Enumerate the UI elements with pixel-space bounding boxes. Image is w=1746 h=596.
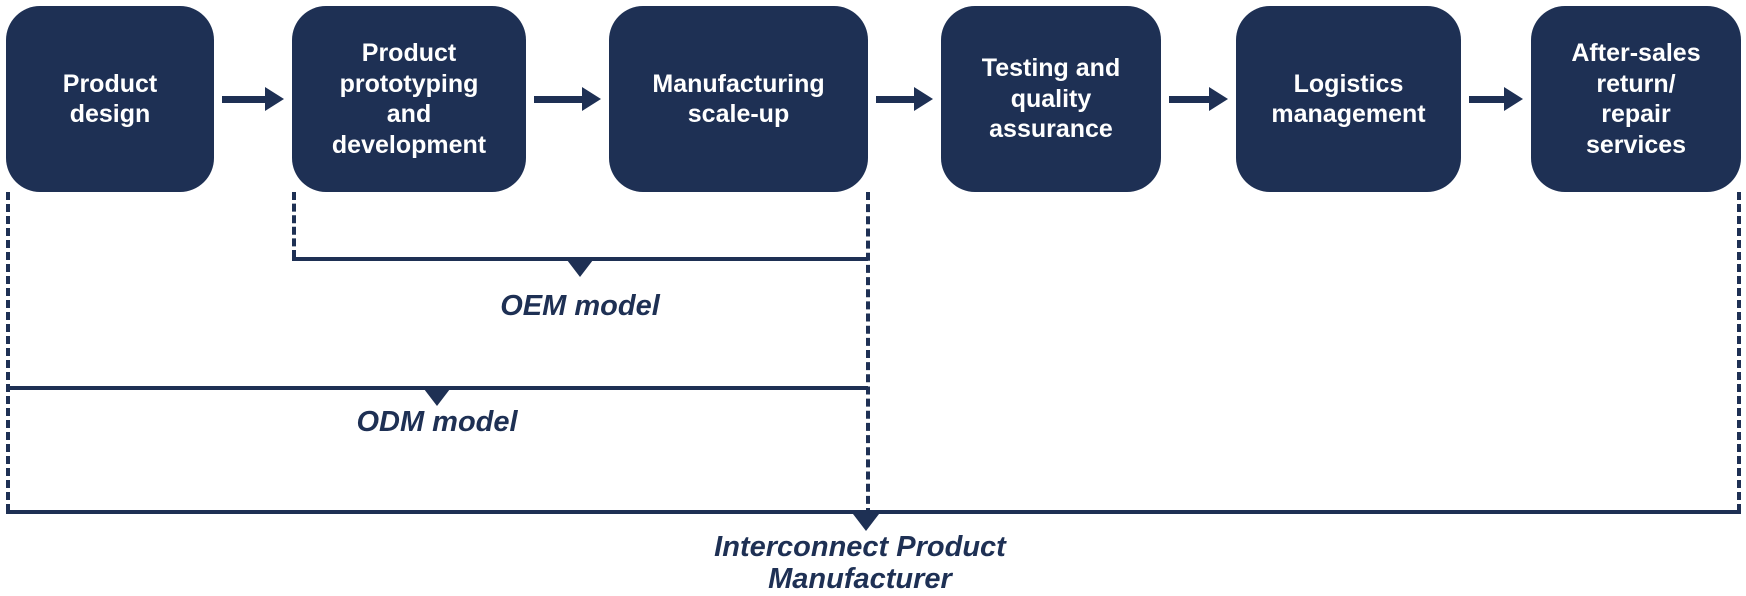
oem-bracket-line [292,257,868,261]
arrow-stem [534,96,583,103]
stage-label: Testing and quality assurance [981,54,1121,144]
stage-logistics-management: Logistics management [1236,6,1461,192]
arrow-stem [1169,96,1210,103]
stage-manufacturing-scale-up: Manufacturing scale-up [609,6,868,192]
arrow-right-icon [534,87,601,111]
arrow-right-icon [876,87,933,111]
stage-product-design: Product design [6,6,214,192]
manufacturer-arrow-down-icon [853,514,879,531]
arrow-head [1209,87,1228,111]
stage-label: After-sales return/ repair services [1571,39,1701,159]
oem-arrow-down-icon [567,260,593,277]
arrow-stem [876,96,915,103]
stage-prototyping-development: Product prototyping and development [292,6,526,192]
arrow-head [1504,87,1523,111]
right-boundary-dashed-line [1737,192,1741,512]
stage-testing-quality-assurance: Testing and quality assurance [941,6,1161,192]
arrow-head [582,87,601,111]
stage-label: Manufacturing scale-up [652,69,825,129]
stage-after-sales-services: After-sales return/ repair services [1531,6,1741,192]
odm-bracket-line [6,386,868,390]
oem-left-dashed-tick [292,192,296,258]
center-boundary-dashed-line [866,192,870,516]
arrow-stem [1469,96,1505,103]
stage-label: Product design [62,69,158,129]
stage-label: Product prototyping and development [331,39,487,159]
oem-model-label: OEM model [500,290,660,322]
odm-arrow-down-icon [424,389,450,406]
arrow-head [914,87,933,111]
left-boundary-dashed-line [6,192,10,512]
arrow-stem [222,96,266,103]
arrow-head [265,87,284,111]
manufacturer-bracket-line [6,510,1741,514]
manufacturer-label: Interconnect Product Manufacturer [714,531,1006,596]
odm-model-label: ODM model [356,406,518,438]
arrow-right-icon [1169,87,1228,111]
stage-label: Logistics management [1271,69,1426,129]
arrow-right-icon [222,87,284,111]
arrow-right-icon [1469,87,1523,111]
